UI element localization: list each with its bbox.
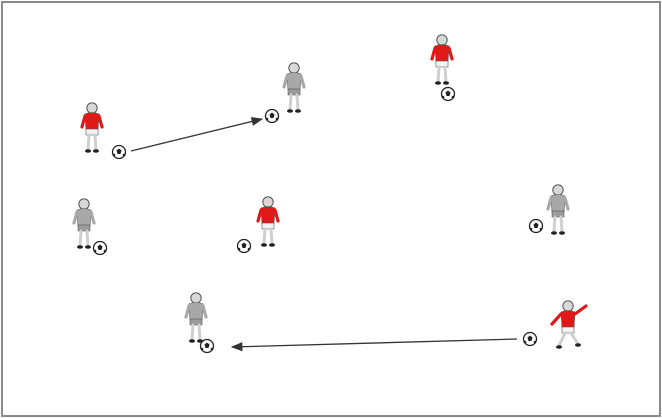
soccer-ball-icon xyxy=(524,333,537,346)
soccer-ball-icon xyxy=(266,110,279,123)
soccer-ball-icon xyxy=(113,146,126,159)
soccer-ball-icon xyxy=(238,240,251,253)
soccer-ball-icon xyxy=(530,220,543,233)
soccer-ball-icon xyxy=(94,242,107,255)
soccer-ball-icon xyxy=(442,88,455,101)
soccer-ball-icon xyxy=(201,340,214,353)
